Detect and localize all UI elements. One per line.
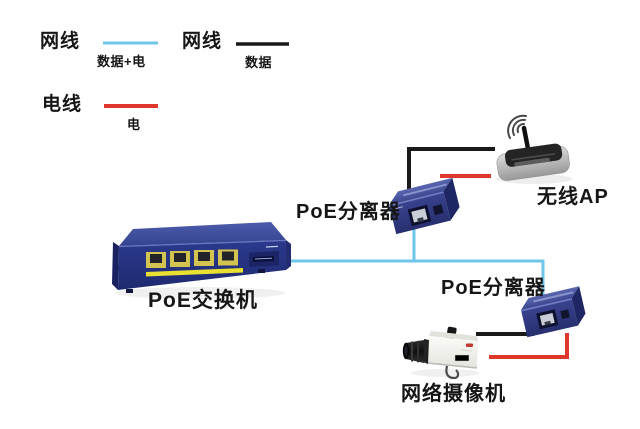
- switch-yellow-stripe: [146, 268, 243, 277]
- legend-power-sublabel: 电: [127, 117, 141, 132]
- poe-splitter-top-illustration: [389, 177, 460, 235]
- camera-brand-mark: [466, 343, 473, 347]
- poe-splitter-bottom-illustration: [521, 286, 586, 338]
- switch-ethernet-ports: [146, 249, 238, 268]
- legend-power-label: 电线: [42, 94, 83, 115]
- legend-net-poe-label: 网线: [40, 31, 81, 52]
- wireless-ap-label: 无线AP: [537, 186, 609, 208]
- poe-switch-label: PoE交换机: [148, 289, 258, 312]
- poe-splitter-bottom-label: PoE分离器: [441, 277, 546, 299]
- legend-net-data-label: 网线: [182, 31, 223, 52]
- cable-switch-to-splitter-bottom: [283, 259, 545, 300]
- cable-splitter-bottom-to-camera-power: [489, 333, 569, 359]
- poe-switch-illustration: [112, 222, 291, 299]
- camera-cable: [445, 365, 460, 380]
- poe-splitter-top-label: PoE分离器: [296, 201, 401, 223]
- wifi-signal-icon: [507, 114, 527, 139]
- ip-camera-label: 网络摄像机: [401, 383, 506, 405]
- splitter-bottom-rj45-port: [536, 309, 559, 330]
- ip-camera-illustration: [402, 326, 479, 380]
- switch-side-panel: [249, 245, 279, 267]
- splitter-top-rj45-port: [407, 204, 432, 227]
- legend-net-data-sublabel: 数据: [245, 55, 273, 70]
- wireless-ap-illustration: [496, 114, 572, 184]
- camera-lens: [406, 340, 424, 363]
- legend-net-poe-sublabel: 数据+电: [97, 54, 146, 69]
- cable-splitter-top-to-ap-data: [407, 147, 495, 190]
